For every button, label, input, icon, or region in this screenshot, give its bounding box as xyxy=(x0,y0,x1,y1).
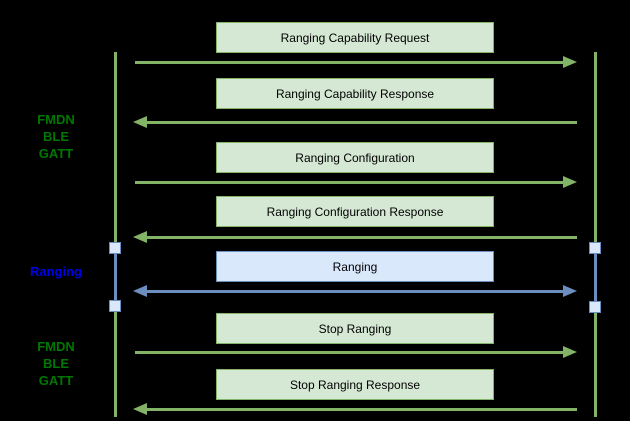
message-arrow-ranging-configuration-response xyxy=(133,231,577,243)
phase-label-line: BLE xyxy=(43,129,69,144)
phase-label-fmdn-ble-gatt-top: FMDN BLE GATT xyxy=(10,111,102,162)
message-arrow-stop-ranging-response xyxy=(133,403,577,415)
message-label: Ranging Configuration xyxy=(295,150,415,165)
message-box-stop-ranging: Stop Ranging xyxy=(216,313,494,344)
arrow-shaft xyxy=(135,60,568,64)
lifeline-right-ranging-segment xyxy=(594,249,597,307)
arrow-shaft xyxy=(135,180,568,184)
arrowhead-right-icon xyxy=(563,285,577,297)
activation-marker-right-bottom xyxy=(589,301,601,313)
arrowhead-left-icon xyxy=(133,403,147,415)
message-arrow-ranging-capability-response xyxy=(133,116,577,128)
arrow-shaft xyxy=(144,407,577,411)
arrowhead-right-icon xyxy=(563,56,577,68)
arrowhead-right-icon xyxy=(563,346,577,358)
message-arrow-ranging-capability-request xyxy=(135,56,577,68)
arrow-shaft xyxy=(144,120,577,124)
arrowhead-left-icon xyxy=(133,116,147,128)
arrowhead-left-icon xyxy=(133,285,147,297)
arrow-shaft xyxy=(144,289,568,293)
message-arrow-stop-ranging xyxy=(135,346,577,358)
arrowhead-left-icon xyxy=(133,231,147,243)
message-label: Stop Ranging Response xyxy=(289,377,421,392)
arrow-shaft xyxy=(144,235,577,239)
phase-label-line: FMDN xyxy=(37,339,75,354)
message-label: Stop Ranging xyxy=(318,321,392,336)
lifeline-left xyxy=(114,52,117,417)
message-label: Ranging Capability Response xyxy=(275,86,435,101)
arrow-shaft xyxy=(135,350,568,354)
phase-label-line: Ranging xyxy=(30,264,82,279)
lifeline-right xyxy=(594,52,597,417)
message-label: Ranging Capability Request xyxy=(280,30,430,45)
phase-label-ranging: Ranging xyxy=(10,263,102,280)
message-label: Ranging xyxy=(332,259,378,274)
message-box-ranging-configuration-response: Ranging Configuration Response xyxy=(216,196,494,227)
arrowhead-right-icon xyxy=(563,176,577,188)
activation-marker-right-top xyxy=(589,242,601,254)
message-box-ranging-configuration: Ranging Configuration xyxy=(216,142,494,173)
phase-label-line: FMDN xyxy=(37,112,75,127)
lifeline-left-ranging-segment xyxy=(114,249,117,307)
phase-label-line: GATT xyxy=(38,373,74,388)
message-box-stop-ranging-response: Stop Ranging Response xyxy=(216,369,494,400)
message-arrow-ranging-configuration xyxy=(135,176,577,188)
phase-label-line: BLE xyxy=(43,356,69,371)
message-box-ranging-capability-response: Ranging Capability Response xyxy=(216,78,494,109)
phase-label-line: GATT xyxy=(38,146,74,161)
message-label: Ranging Configuration Response xyxy=(266,204,444,219)
message-box-ranging-capability-request: Ranging Capability Request xyxy=(216,22,494,53)
message-box-ranging: Ranging xyxy=(216,251,494,282)
activation-marker-left-bottom xyxy=(109,300,121,312)
activation-marker-left-top xyxy=(109,242,121,254)
phase-label-fmdn-ble-gatt-bottom: FMDN BLE GATT xyxy=(10,338,102,389)
message-arrow-ranging xyxy=(133,285,577,297)
